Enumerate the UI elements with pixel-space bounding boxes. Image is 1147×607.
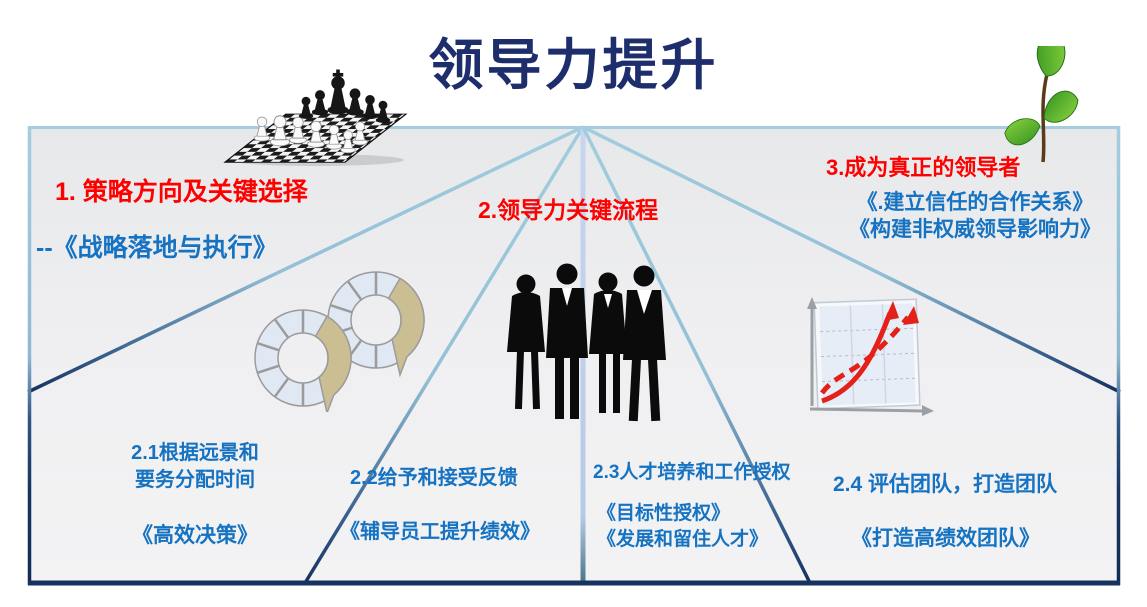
section2-1-book: 《高效决策》 <box>132 524 258 547</box>
section2-3-heading: 2.3人才培养和工作授权 <box>593 462 791 483</box>
section2-3-books: 《目标性授权》 《发展和留住人才》 <box>597 501 768 552</box>
section2-2-book: 《辅导员工提升绩效》 <box>340 521 540 543</box>
divider-apex-bottom-right <box>581 126 812 584</box>
section2-2-heading: 2.2给予和接受反馈 <box>350 467 518 489</box>
section2-4-heading: 2.4 评估团队，打造团队 <box>833 473 1058 496</box>
section3-heading: 3.成为真正的领导者 <box>826 155 1021 180</box>
section2-4-book: 《打造高绩效团队》 <box>851 527 1040 550</box>
divider-apex-bottom-left <box>303 126 585 584</box>
divider-apex-right-edge <box>582 125 1121 394</box>
section2-heading: 2.领导力关键流程 <box>478 197 659 223</box>
section1-heading: 1. 策略方向及关键选择 <box>55 178 308 206</box>
slide-title: 领导力提升 <box>428 33 719 97</box>
section1-book: --《战略落地与执行》 <box>36 234 278 262</box>
divider-apex-left-edge <box>27 125 584 394</box>
section2-1-heading-line1: 2.1根据远景和 <box>131 442 259 464</box>
section2-1-heading-line2: 要务分配时间 <box>135 469 255 491</box>
section2-3-book2: 《发展和留住人才》 <box>597 528 769 550</box>
section2-3-book1: 《目标性授权》 <box>597 503 731 524</box>
section3-book1: 《.建立信任的合作关系》 <box>856 191 1094 214</box>
section3-book2: 《构建非权威领导影响力》 <box>849 218 1101 242</box>
section3-books: 《.建立信任的合作关系》 《构建非权威领导影响力》 <box>808 189 1142 244</box>
section2-1-heading: 2.1根据远景和 要务分配时间 <box>100 440 290 494</box>
